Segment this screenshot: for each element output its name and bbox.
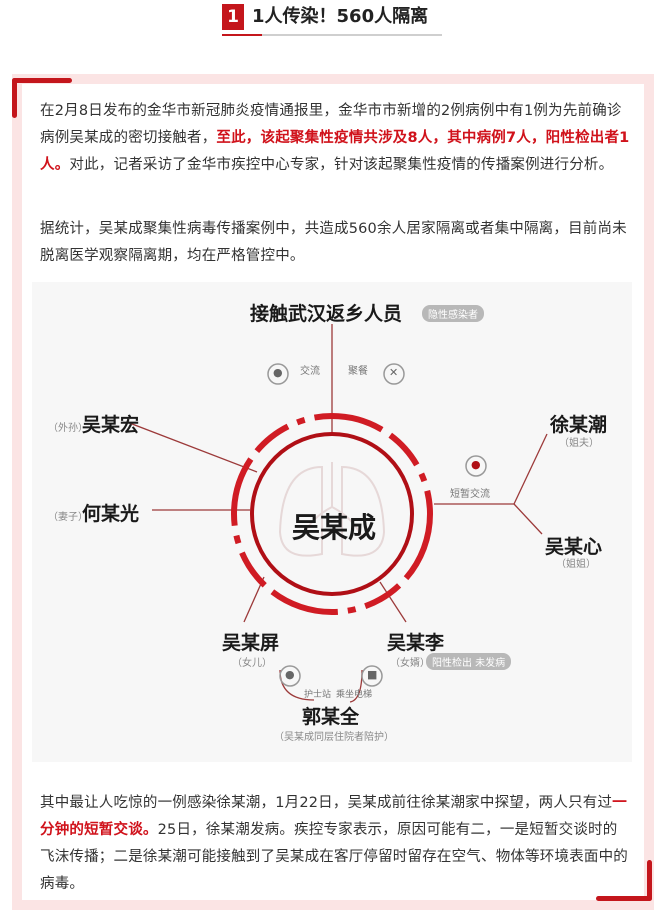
paragraph-analysis: 其中最让人吃惊的一例感染徐某潮，1月22日，吴某成前往徐某潮家中探望，两人只有过… [40, 790, 630, 898]
conversation-icon: ● [471, 458, 481, 471]
node-bottom-right-name: 吴某李 [387, 632, 445, 654]
link-label-nurse-station: 护士站 [304, 690, 332, 700]
node-bottom-right-role: （女婿） [390, 658, 430, 669]
transmission-diagram-lines [126, 324, 548, 703]
node-right-bottom-role: （姐姐） [556, 559, 596, 570]
section-title: 1人传染！560人隔离 [252, 6, 429, 27]
header-underline [262, 34, 442, 36]
node-top-tag: 隐性感染者 [422, 305, 484, 322]
node-bottom-right-tag: 阳性检出 未发病 [426, 653, 512, 670]
paragraph-intro-highlight: 至此，该起聚集性疫情共涉及8人，其中病例7人，阳性检出者1人。 [40, 130, 630, 173]
paragraph-analysis-highlight: 一分钟的短暂交谈。 [40, 795, 627, 838]
node-top-name: 接触武汉返乡人员 [250, 303, 403, 325]
link-label-talk: 交流 [300, 366, 320, 377]
paragraph-analysis-text-end: 25日，徐某潮发病。疾控专家表示，原因可能有二，一是短暂交谈时的飞沫传播；二是徐… [40, 822, 628, 892]
node-right-top-role: （姐夫） [559, 438, 599, 449]
corner-decoration-top-left-vertical [12, 78, 17, 118]
section-number-badge: 1 [222, 4, 244, 30]
header-underline-accent [222, 34, 262, 36]
nurse-icon: ● [285, 668, 295, 681]
link-label-elevator: 乘坐电梯 [336, 690, 373, 700]
section-header: 1 1人传染！560人隔离 [0, 0, 660, 48]
corner-decoration-bottom-right-vertical [647, 860, 652, 901]
corner-decoration-top-left [12, 78, 72, 83]
corner-decoration-bottom-right [596, 896, 652, 901]
node-left-mid-role: （妻子） [48, 512, 88, 523]
node-center-name: 吴某成 [291, 511, 376, 544]
node-left-top-role: （外孙） [48, 423, 88, 434]
outer-ring [231, 413, 433, 615]
link-label-brief-talk: 短暂交流 [450, 489, 490, 500]
inner-ring [250, 432, 414, 596]
paragraph-intro-text-end: 对此，记者采访了金华市疾控中心专家，针对该起聚集性疫情的传播案例进行分析。 [69, 157, 614, 173]
node-right-top-name: 徐某潮 [550, 414, 608, 436]
node-bottom-role: （吴某成同层住院者陪护） [274, 732, 394, 743]
node-left-top-name: 吴某宏 [82, 414, 140, 436]
talk-icon: ● [273, 366, 283, 379]
node-left-mid-name: 何某光 [82, 503, 140, 525]
paragraph-intro: 在2月8日发布的金华市新冠肺炎疫情通报里，金华市市新增的2例病例中有1例为先前确… [40, 98, 630, 179]
paragraph-intro-text: 在2月8日发布的金华市新冠肺炎疫情通报里，金华市市新增的2例病例中有1例为先前确… [40, 103, 622, 146]
dining-icon: ✕ [389, 366, 399, 379]
node-bottom-left-role: （女儿） [232, 658, 272, 669]
node-bottom-left-name: 吴某屏 [222, 632, 280, 654]
node-bottom-name: 郭某全 [302, 706, 360, 728]
paragraph-statistics: 据统计，吴某成聚集性病毒传播案例中，共造成560余人居家隔离或者集中隔离，目前尚… [40, 221, 627, 264]
paragraph-analysis-text: 其中最让人吃惊的一例感染徐某潮，1月22日，吴某成前往徐某潮家中探望，两人只有过 [40, 795, 613, 811]
link-label-dining: 聚餐 [348, 366, 368, 377]
elevator-icon: ■ [367, 668, 378, 681]
node-right-bottom-name: 吴某心 [545, 536, 603, 558]
transmission-diagram: ● ✕ ● ● ■ 接触武汉返乡人员 隐性感染者 交流 聚餐 （外孙） 吴某宏 … [32, 282, 632, 762]
